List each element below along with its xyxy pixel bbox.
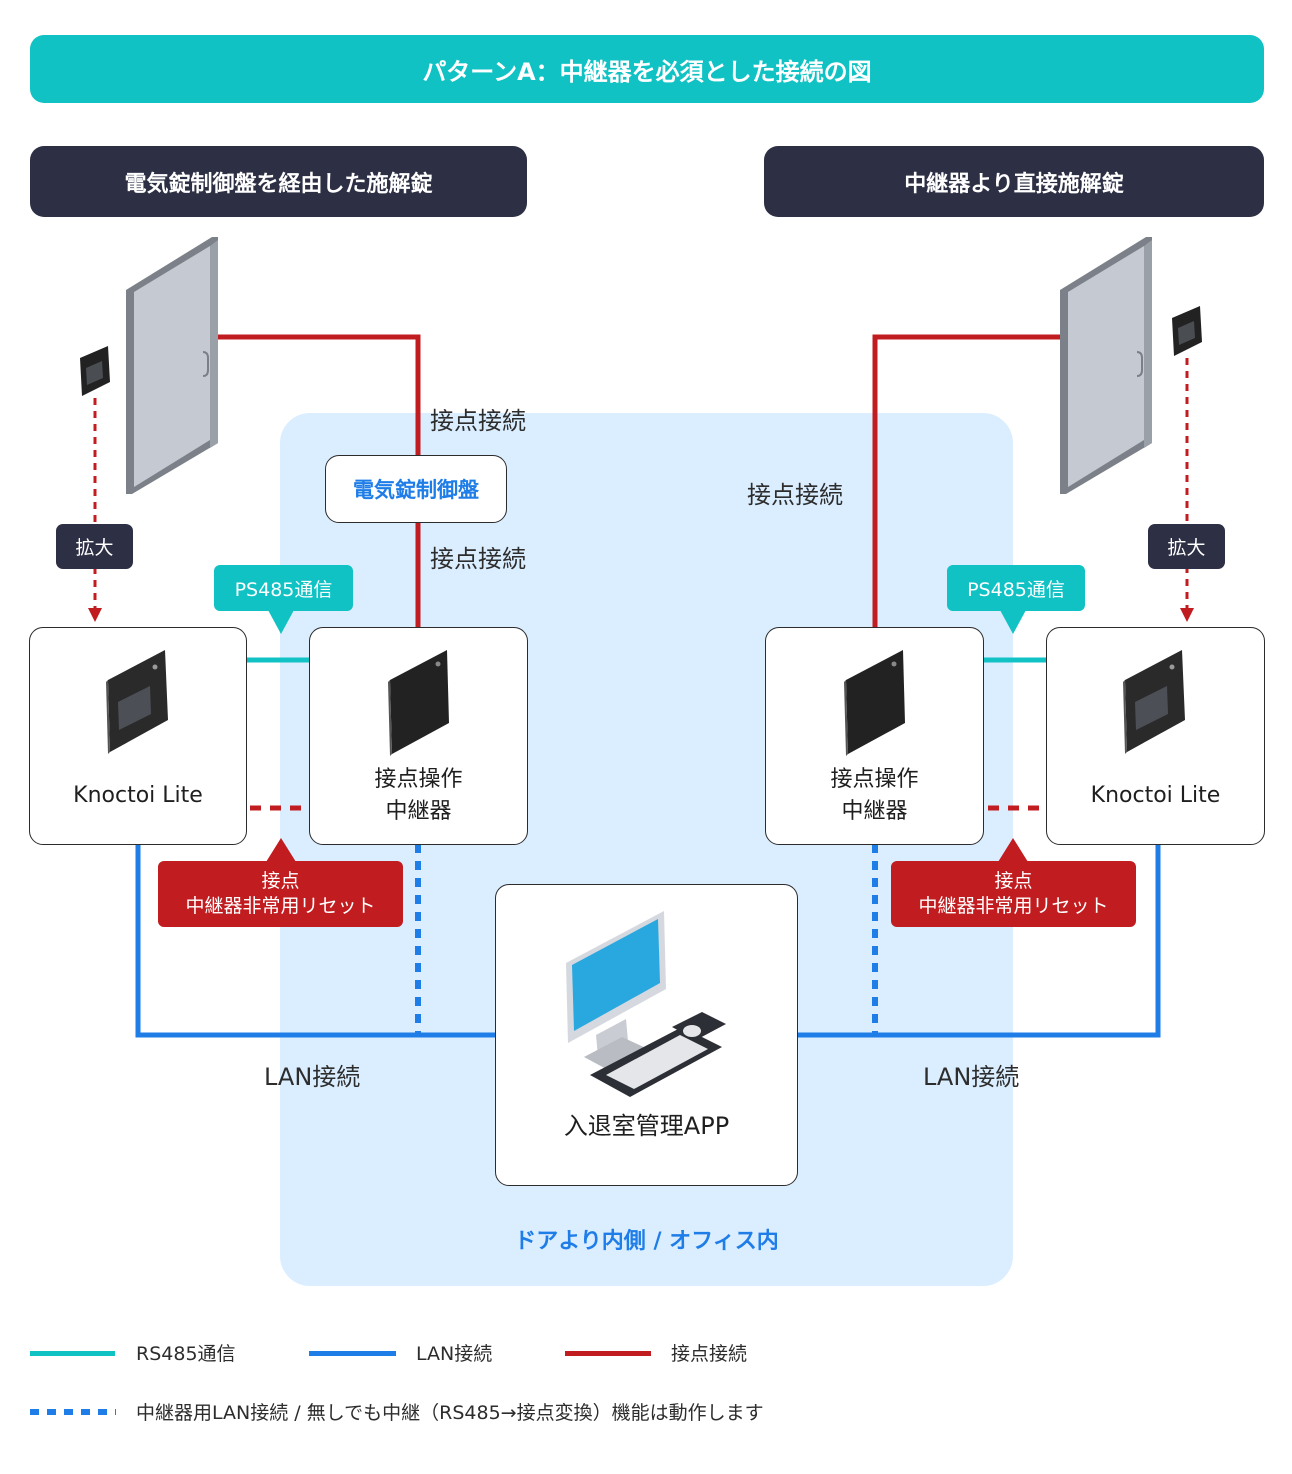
relay-device-icon bbox=[388, 650, 449, 756]
reset-tag-left-line1: 接点 bbox=[261, 870, 300, 892]
reset-tag-left-line2: 中継器非常用リセット bbox=[185, 895, 376, 917]
ps485-tag-right: PS485通信 bbox=[947, 565, 1085, 611]
knoctoi-lite-label-left: Knoctoi Lite bbox=[73, 783, 203, 808]
section-title-right: 中継器より直接施解錠 bbox=[764, 146, 1264, 217]
knoctoi-reader-icon bbox=[106, 650, 168, 754]
relay-card-left: 接点操作 中継器 bbox=[309, 627, 528, 845]
legend-rs485: RS485通信 bbox=[136, 1343, 236, 1365]
relay-device-icon bbox=[844, 650, 905, 756]
small-reader-left-icon bbox=[80, 346, 110, 396]
contact-line-left bbox=[218, 334, 421, 628]
page-title: パターンA：中継器を必須とした接続の図 bbox=[30, 35, 1264, 103]
lan-label-left: LAN接続 bbox=[264, 1063, 361, 1091]
contact-line-right bbox=[872, 334, 1061, 628]
office-zone-caption: ドアより内側 / オフィス内 bbox=[514, 1229, 779, 1254]
knoctoi-reader-icon bbox=[1123, 650, 1185, 754]
zoom-tag-left: 拡大 bbox=[56, 524, 133, 569]
lock-control-panel: 電気錠制御盤 bbox=[325, 455, 507, 523]
relay-label-left-2: 中継器 bbox=[385, 799, 452, 824]
small-reader-right-icon bbox=[1172, 306, 1202, 356]
reset-tag-right-line2: 中継器非常用リセット bbox=[918, 895, 1109, 917]
contact-label-right: 接点接続 bbox=[747, 481, 843, 509]
ps485-tag-left: PS485通信 bbox=[214, 565, 353, 611]
door-left-icon bbox=[126, 237, 218, 494]
reset-tag-left: 接点 中継器非常用リセット bbox=[158, 861, 403, 927]
contact-label-lower: 接点接続 bbox=[430, 545, 526, 573]
reset-tag-right-line1: 接点 bbox=[994, 870, 1033, 892]
reset-tag-right: 接点 中継器非常用リセット bbox=[891, 861, 1136, 927]
legend-relay-lan: 中継器用LAN接続 / 無しでも中継（RS485→接点変換）機能は動作します bbox=[136, 1402, 764, 1424]
legend-swatch-lan bbox=[309, 1351, 396, 1356]
lan-label-right: LAN接続 bbox=[923, 1063, 1020, 1091]
relay-label-left-1: 接点操作 bbox=[374, 767, 463, 792]
app-card: 入退室管理APP bbox=[495, 884, 798, 1186]
legend-lan: LAN接続 bbox=[416, 1343, 493, 1365]
app-label: 入退室管理APP bbox=[563, 1112, 730, 1140]
legend-swatch-contact bbox=[565, 1351, 651, 1356]
contact-label-upper: 接点接続 bbox=[430, 407, 526, 435]
computer-icon bbox=[566, 911, 726, 1097]
legend-contact: 接点接続 bbox=[671, 1343, 748, 1365]
knoctoi-lite-label-right: Knoctoi Lite bbox=[1090, 783, 1221, 808]
legend-swatch-rs485 bbox=[30, 1351, 115, 1356]
relay-card-right: 接点操作 中継器 bbox=[765, 627, 984, 845]
knoctoi-lite-card-right: Knoctoi Lite bbox=[1046, 627, 1265, 845]
section-title-left: 電気錠制御盤を経由した施解錠 bbox=[30, 146, 527, 217]
door-right-icon bbox=[1060, 237, 1152, 494]
zoom-tag-right: 拡大 bbox=[1148, 524, 1225, 569]
knoctoi-lite-card-left: Knoctoi Lite bbox=[29, 627, 247, 845]
relay-label-right-1: 接点操作 bbox=[830, 767, 919, 792]
lan-line-left bbox=[135, 844, 496, 1038]
relay-label-right-2: 中継器 bbox=[841, 799, 908, 824]
lan-line-right bbox=[797, 844, 1161, 1038]
